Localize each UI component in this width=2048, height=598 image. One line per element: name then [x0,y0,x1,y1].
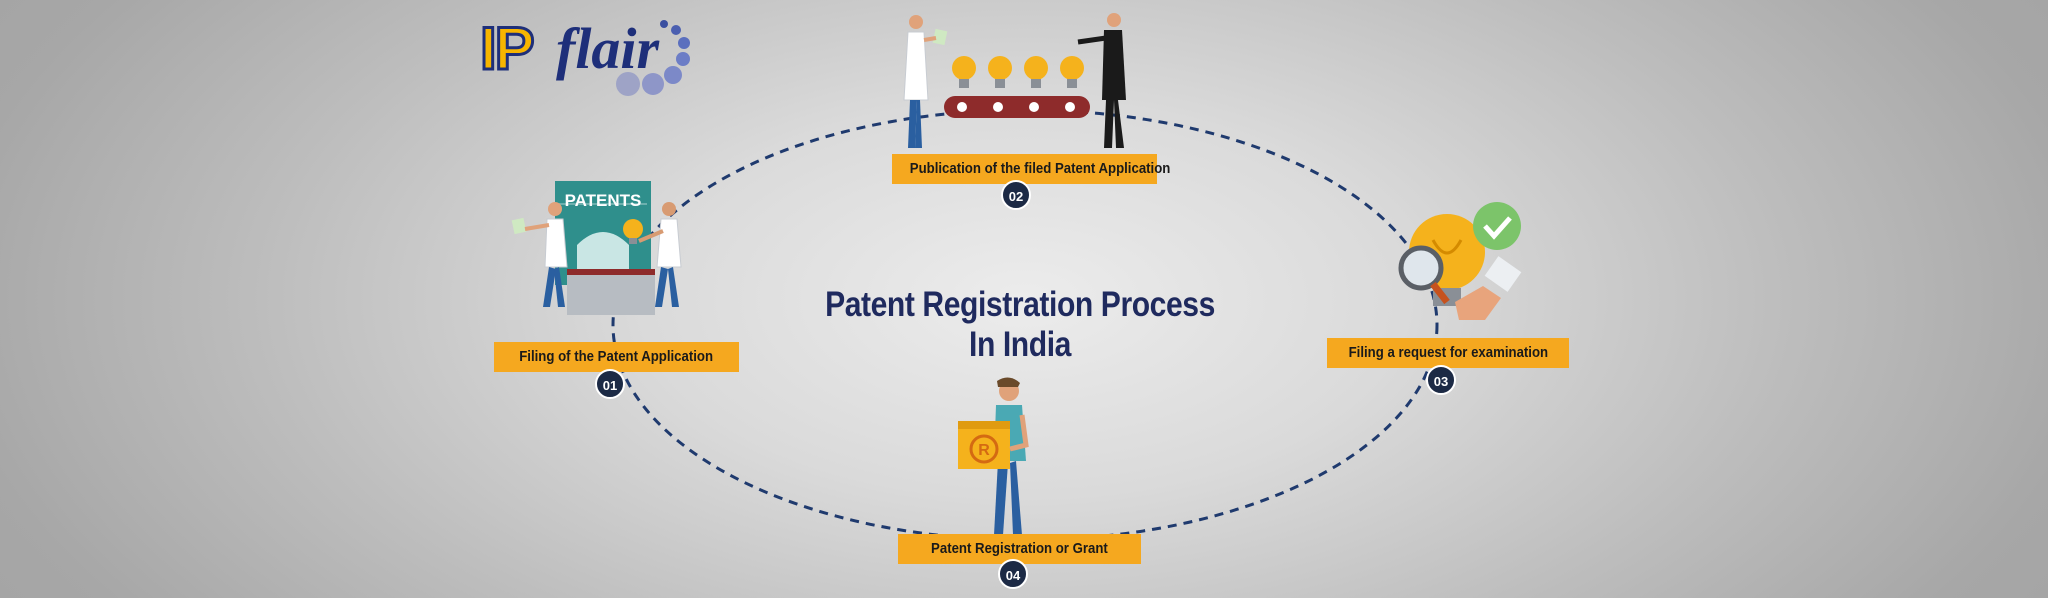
logo-flair-text: flair [556,16,660,81]
step-2-label: Publication of the filed Patent Applicat… [892,154,1170,184]
examination-request-illustration [1398,202,1522,320]
step-3-number-badge: 03 [1426,365,1456,395]
logo-ip-text: IP [479,14,537,84]
step-1-label: Filing of the Patent Application [494,342,739,372]
patent-grant-illustration: R [958,377,1029,535]
page-title: Patent Registration Process In India [780,285,1260,365]
step-4-number-badge: 04 [998,559,1028,589]
patents-sign-text: PATENTS [565,191,642,210]
step-3-label: Filing a request for examination [1327,338,1569,368]
patent-office-illustration: PATENTS [511,181,682,315]
ipflair-logo: IP flair [479,14,700,114]
logo-dots-icon [616,20,690,96]
step-2-number-badge: 02 [1001,180,1031,210]
title-line-1: Patent Registration Process [825,285,1215,324]
svg-text:R: R [978,442,990,459]
step-4-label: Patent Registration or Grant [898,534,1141,564]
publication-conveyor-illustration [903,13,1126,148]
step-1-number-badge: 01 [595,369,625,399]
title-line-2: In India [969,325,1071,364]
